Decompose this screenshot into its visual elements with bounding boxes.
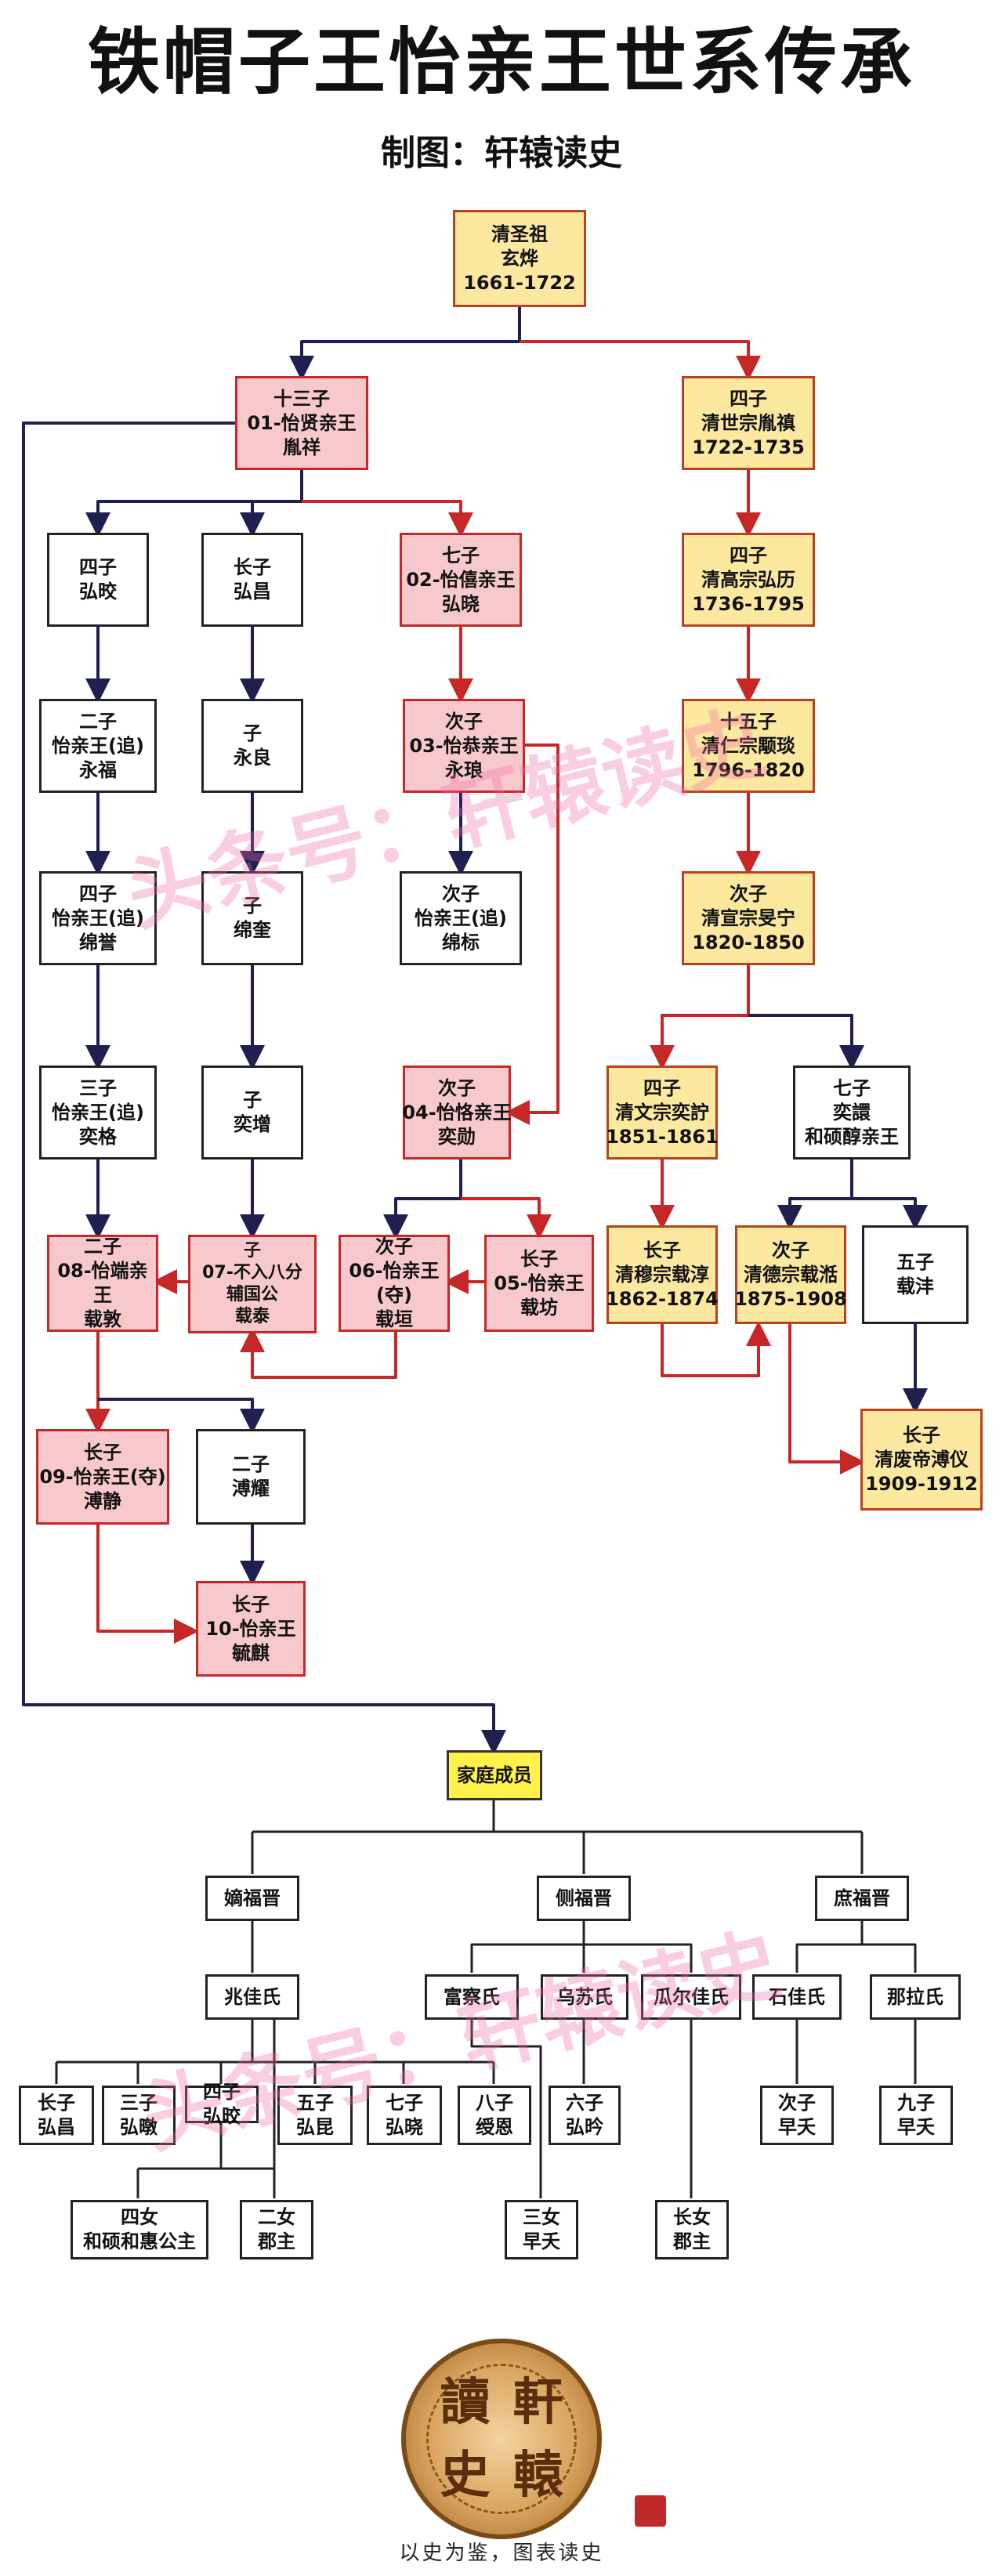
node-puyao: 二子溥耀: [196, 1429, 306, 1525]
seal-char: 史: [440, 2445, 491, 2505]
slogan: 以史为鉴，图表读史: [399, 2542, 604, 2565]
node-guaerjia: 瓜尔佳氏: [641, 1974, 741, 2020]
node-child-shouen: 八子绶恩: [458, 2086, 531, 2145]
node-fucha: 富察氏: [425, 1974, 519, 2020]
node-child-hongdun: 三子弘暾: [102, 2086, 176, 2145]
seal-inner: 讀 軒 史 轅: [426, 2364, 577, 2514]
node-yixuan: 七子奕譞和硕醇亲王: [793, 1065, 911, 1160]
node-zhaojia: 兆佳氏: [205, 1974, 299, 2020]
node-hongjiao: 四子弘晈: [47, 533, 149, 627]
seal-char: 軒: [512, 2372, 563, 2432]
node-nala: 那拉氏: [870, 1974, 961, 2020]
node-yongfu: 二子怡亲王(追)永福: [39, 699, 157, 793]
node-yige: 三子怡亲王(追)奕格: [39, 1065, 157, 1160]
node-child-erv: 二女郡主: [240, 2200, 313, 2259]
node-mianyu: 四子怡亲王(追)绵誉: [39, 871, 157, 965]
node-child-hongqin: 六子弘昑: [549, 2086, 621, 2145]
node-child-hongchang: 长子弘昌: [19, 2086, 94, 2145]
node-child-hongjiao: 四子弘晈: [185, 2081, 259, 2127]
node-mianbiao: 次子怡亲王(追)绵标: [400, 871, 522, 965]
node-yongliang: 子永良: [201, 699, 303, 793]
page-subtitle: 制图：轩辕读史: [381, 133, 622, 173]
node-wusu: 乌苏氏: [541, 1974, 628, 2020]
node-zaifeng: 五子载沣: [862, 1225, 969, 1324]
node-child-siv: 四女和硕和惠公主: [71, 2200, 208, 2259]
seal-logo: 讀 軒 史 轅: [401, 2339, 602, 2539]
node-yizeng: 子奕增: [201, 1065, 303, 1160]
node-shijia: 石佳氏: [752, 1974, 842, 2020]
node-child-hongxiao: 七子弘晓: [367, 2086, 442, 2145]
node-child-cizi: 次子早夭: [760, 2086, 834, 2145]
seal-char: 讀: [440, 2372, 491, 2432]
node-child-sanv: 三女早夭: [505, 2200, 578, 2259]
red-stamp-icon: [635, 2495, 666, 2527]
node-cefujin: 侧福晋: [537, 1876, 631, 1921]
node-child-hongkun: 五子弘昆: [277, 2086, 353, 2145]
node-miankui: 子绵奎: [201, 871, 303, 965]
node-shufujin: 庶福晋: [815, 1876, 909, 1921]
node-hongchang: 长子弘昌: [201, 533, 303, 627]
page-title: 铁帽子王怡亲王世系传承: [87, 20, 915, 104]
node-child-zhangv: 长女郡主: [655, 2200, 729, 2259]
node-family-members: 家庭成员: [447, 1750, 542, 1800]
node-child-jiuzi: 九子早夭: [879, 2086, 953, 2145]
node-difujin: 嫡福晋: [205, 1876, 299, 1921]
seal-char: 轅: [512, 2445, 563, 2505]
